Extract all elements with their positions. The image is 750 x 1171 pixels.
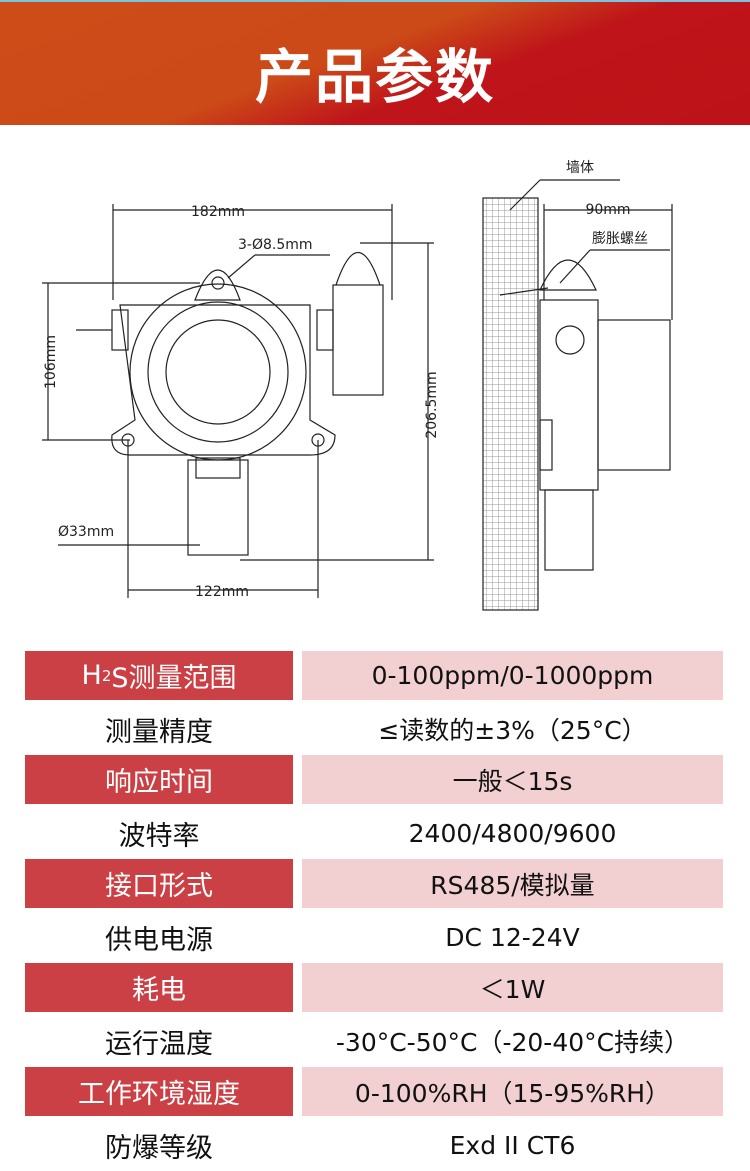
spec-label: 运行温度 [105, 1028, 213, 1060]
spec-value: 2400/4800/9600 [408, 818, 617, 848]
spec-label: 波特率 [118, 820, 200, 852]
spec-label: 防爆等级 [105, 1132, 213, 1164]
spec-value: 一般＜15s [302, 755, 723, 804]
spec-label: 耗电 [25, 963, 293, 1012]
height-label: 106mm [43, 335, 59, 389]
spec-label: 工作环境湿度 [25, 1067, 293, 1116]
spec-value: ≤读数的±3%（25°C） [378, 716, 647, 745]
width-label: 182mm [191, 204, 245, 220]
spec-value: ＜1W [302, 963, 723, 1012]
page-title: 产品参数 [254, 43, 495, 111]
spec-value: DC 12-24V [445, 922, 580, 952]
spec-label: 测量精度 [105, 716, 213, 748]
bolt-label: 膨胀螺丝 [592, 230, 648, 247]
spec-value: Exd II CT6 [449, 1130, 576, 1160]
depth-label: 90mm [585, 202, 630, 218]
spec-value: 0-100ppm/0-1000ppm [302, 651, 723, 700]
wall-label: 墙体 [566, 160, 594, 176]
spec-row: 响应时间一般＜15s [25, 755, 723, 807]
dimension-drawing: 182mm 3-Ø8.5mm 106mm 206.5mm Ø33mm 122mm… [42, 160, 673, 611]
spec-row: 测量精度 ≤读数的±3%（25°C） [25, 703, 723, 755]
spec-value: 0-100%RH（15-95%RH） [302, 1067, 723, 1116]
spec-label: 接口形式 [25, 859, 293, 908]
bottom-width-label: 122mm [195, 584, 249, 600]
header-banner: 产品参数 [0, 0, 750, 125]
spec-value: -30°C-50°C（-20-40°C持续） [335, 1028, 690, 1057]
spec-row: 防爆等级 Exd II CT6 [25, 1119, 723, 1171]
spec-row: 供电电源 DC 12-24V [25, 911, 723, 963]
diameter-label: Ø33mm [58, 524, 114, 540]
total-height-label: 206.5mm [424, 371, 440, 438]
spec-row: 运行温度 -30°C-50°C（-20-40°C持续） [25, 1015, 723, 1067]
spec-label: 响应时间 [25, 755, 293, 804]
spec-value: RS485/模拟量 [302, 859, 723, 908]
hole-label: 3-Ø8.5mm [238, 237, 313, 253]
spec-row: 耗电＜1W [25, 963, 723, 1015]
spec-label: 供电电源 [105, 924, 213, 956]
spec-row: 波特率 2400/4800/9600 [25, 807, 723, 859]
